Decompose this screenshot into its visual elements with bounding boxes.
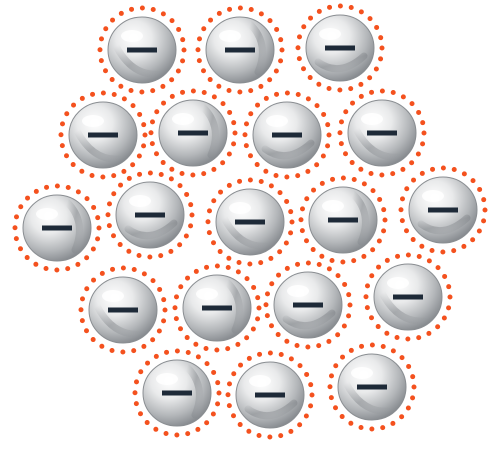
sphere-reflection <box>112 42 162 78</box>
negative-charge-icon <box>272 132 302 138</box>
dotted-ring <box>337 88 427 178</box>
sphere-highlight <box>319 28 341 40</box>
negative-charge-icon <box>393 294 423 300</box>
dotted-ring <box>205 177 295 267</box>
negative-charge-icon <box>178 130 208 136</box>
dotted-ring <box>295 3 385 93</box>
negative-charge-icon <box>325 45 355 51</box>
particle-group <box>12 3 488 440</box>
sphere-reflection <box>349 190 369 246</box>
negative-ion-particle <box>97 5 187 95</box>
negative-ion-particle <box>298 175 388 265</box>
dotted-ring <box>78 265 168 355</box>
negative-charge-icon <box>127 47 157 53</box>
sphere-highlight <box>82 115 104 127</box>
sphere-highlight <box>266 115 288 127</box>
sphere-highlight <box>219 30 241 42</box>
negative-ion-particle <box>363 252 453 342</box>
negative-ion-particle <box>242 90 332 180</box>
sphere-reflection <box>314 52 368 73</box>
sphere-highlight <box>287 285 309 297</box>
sphere-highlight <box>387 277 409 289</box>
dotted-ring <box>172 263 262 353</box>
sphere-reflection <box>261 139 315 160</box>
negative-charge-icon <box>88 132 118 138</box>
sphere-highlight <box>129 195 151 207</box>
negative-ion-particle <box>398 165 488 255</box>
sphere-highlight <box>156 373 178 385</box>
sphere-highlight <box>422 190 444 202</box>
sphere-reflection <box>246 20 266 76</box>
dotted-ring <box>132 348 222 438</box>
dotted-ring <box>12 183 102 273</box>
dotted-ring <box>105 170 195 260</box>
dotted-ring <box>242 90 332 180</box>
dotted-ring <box>398 165 488 255</box>
negative-ion-particle <box>132 348 222 438</box>
negative-ion-particle <box>327 342 417 432</box>
sphere-reflection <box>244 399 298 420</box>
dotted-ring <box>97 5 187 95</box>
negative-ion-particle <box>148 88 238 178</box>
sphere-reflection <box>378 289 428 325</box>
sphere-highlight <box>36 208 58 220</box>
sphere-reflection <box>93 302 143 338</box>
dotted-ring <box>263 260 353 350</box>
sphere-highlight <box>351 367 373 379</box>
negative-charge-icon <box>225 47 255 53</box>
negative-charge-icon <box>108 307 138 313</box>
negative-ion-particle <box>337 88 427 178</box>
sphere-reflection <box>73 127 123 163</box>
negative-charge-icon <box>162 390 192 396</box>
negative-ion-particle <box>195 5 285 95</box>
negative-ion-particle <box>58 90 148 180</box>
sphere-highlight <box>196 288 218 300</box>
dotted-ring <box>58 90 148 180</box>
negative-ion-particle <box>263 260 353 350</box>
negative-ion-particle <box>225 350 315 440</box>
negative-charge-icon <box>42 225 72 231</box>
sphere-reflection <box>352 125 402 161</box>
sphere-highlight <box>249 375 271 387</box>
negative-ion-particle <box>78 265 168 355</box>
sphere-reflection <box>417 214 471 235</box>
negative-charge-icon <box>428 207 458 213</box>
dotted-ring <box>298 175 388 265</box>
dotted-ring <box>195 5 285 95</box>
negative-charge-icon <box>328 217 358 223</box>
sphere-reflection <box>199 103 219 159</box>
sphere-reflection <box>220 214 270 250</box>
sphere-highlight <box>322 200 344 212</box>
sphere-reflection <box>183 363 203 419</box>
negative-ion-particle <box>105 170 195 260</box>
negative-charge-icon <box>367 130 397 136</box>
sphere-highlight <box>102 290 124 302</box>
sphere-reflection <box>63 198 83 254</box>
negative-ion-particle <box>172 263 262 353</box>
negative-charge-icon <box>202 305 232 311</box>
negative-charge-icon <box>255 392 285 398</box>
negative-ion-particle <box>12 183 102 273</box>
sphere-reflection <box>282 309 336 330</box>
dotted-ring <box>363 252 453 342</box>
negative-charge-icon <box>293 302 323 308</box>
dotted-ring <box>225 350 315 440</box>
sphere-highlight <box>172 113 194 125</box>
negative-ion-particle <box>295 3 385 93</box>
negative-charge-icon <box>135 212 165 218</box>
negative-charge-icon <box>235 219 265 225</box>
dotted-ring <box>327 342 417 432</box>
sphere-highlight <box>121 30 143 42</box>
sphere-highlight <box>361 113 383 125</box>
sphere-reflection <box>342 379 392 415</box>
sphere-reflection <box>223 278 243 334</box>
sphere-highlight <box>229 202 251 214</box>
negative-ion-particle <box>205 177 295 267</box>
dotted-ring <box>148 88 238 178</box>
sphere-reflection <box>124 219 178 240</box>
negative-charge-icon <box>357 384 387 390</box>
